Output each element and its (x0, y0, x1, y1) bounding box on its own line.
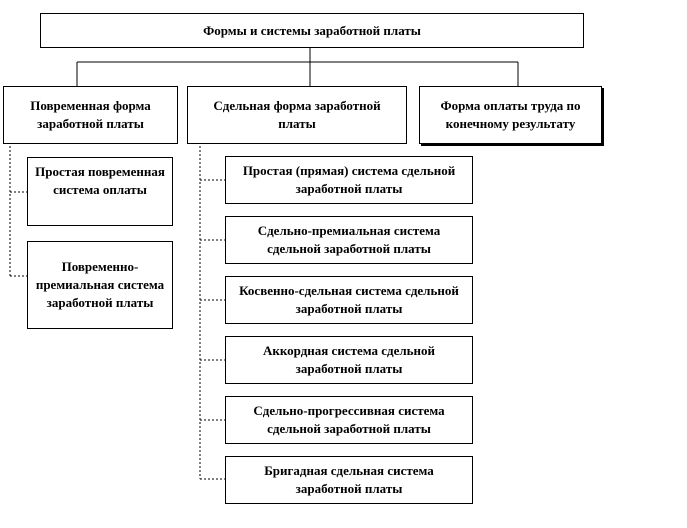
indirect-piece-system-node: Косвенно-сдельная система сдельной зараб… (225, 276, 473, 324)
time-bonus-system-node: Повременно-премиальная система заработно… (27, 241, 173, 329)
lump-sum-system-node: Аккордная система сдельной заработной пл… (225, 336, 473, 384)
piece-rate-form-node: Сдельная форма заработной платы (187, 86, 407, 144)
time-based-form-node: Повременная форма заработной платы (3, 86, 178, 144)
result-based-form-node: Форма оплаты труда по конечному результа… (419, 86, 602, 144)
simple-time-system-node: Простая повременная система оплаты (27, 157, 173, 226)
team-piece-system-node: Бригадная сдельная система заработной пл… (225, 456, 473, 504)
piece-bonus-system-node: Сдельно-премиальная система сдельной зар… (225, 216, 473, 264)
piece-progressive-system-node: Сдельно-прогрессивная система сдельной з… (225, 396, 473, 444)
simple-piece-system-node: Простая (прямая) система сдельной зарабо… (225, 156, 473, 204)
root-node: Формы и системы заработной платы (40, 13, 584, 48)
